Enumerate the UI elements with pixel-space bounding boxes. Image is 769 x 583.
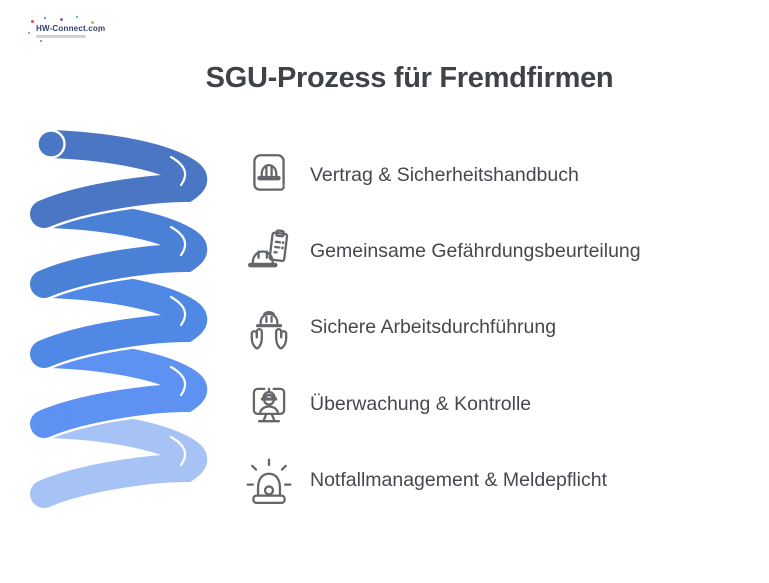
- logo-confetti-dot: [40, 40, 42, 42]
- spiral-seam: [169, 435, 187, 467]
- logo-confetti-dot: [91, 21, 94, 24]
- spiral-end-cap: [36, 129, 66, 159]
- spiral-seam: [169, 225, 187, 257]
- logo-tagline: [36, 35, 86, 38]
- logo-confetti-dot: [98, 30, 100, 32]
- monitor-supervision-icon: [244, 379, 294, 429]
- process-step-1: Vertrag & Sicherheitshandbuch: [244, 150, 641, 200]
- logo-confetti-dot: [28, 32, 30, 34]
- spiral-loop-5: [30, 410, 208, 508]
- logo-confetti-dot: [76, 16, 78, 18]
- hazard-assessment-clipboard-icon: [244, 226, 294, 276]
- spiral-loop-3: [30, 270, 208, 368]
- hands-holding-helmet-icon: [244, 303, 294, 353]
- process-step-label: Überwachung & Kontrolle: [310, 392, 532, 415]
- spiral-loop-1: [30, 130, 208, 228]
- logo-confetti-dot: [60, 18, 63, 21]
- process-list: Vertrag & Sicherheitshandbuch Gemeinsame…: [244, 150, 641, 506]
- spiral-seam: [169, 155, 187, 187]
- spiral-loop-4: [30, 340, 208, 438]
- spiral-loop-2: [30, 200, 208, 298]
- process-step-3: Sichere Arbeitsdurchführung: [244, 303, 641, 353]
- process-step-label: Vertrag & Sicherheitshandbuch: [310, 163, 579, 186]
- process-step-5: Notfallmanagement & Meldepflicht: [244, 456, 641, 506]
- process-step-label: Gemeinsame Gefährdungsbeurteilung: [310, 239, 641, 262]
- spiral-seam: [169, 365, 187, 397]
- spiral-seam: [169, 295, 187, 327]
- process-step-2: Gemeinsame Gefährdungsbeurteilung: [244, 226, 641, 276]
- process-step-label: Notfallmanagement & Meldepflicht: [310, 469, 607, 492]
- emergency-siren-icon: [244, 456, 294, 506]
- logo: HW-Connect.com: [28, 16, 116, 42]
- logo-confetti-dot: [44, 17, 46, 19]
- logo-text: HW-Connect.com: [36, 24, 106, 33]
- logo-confetti-dot: [31, 20, 34, 23]
- safety-handbook-book-icon: [244, 150, 294, 200]
- process-step-4: Überwachung & Kontrolle: [244, 379, 641, 429]
- process-step-label: Sichere Arbeitsdurchführung: [310, 316, 557, 339]
- spiral-graphic: [27, 127, 210, 511]
- page-title: SGU-Prozess für Fremdfirmen: [205, 62, 614, 94]
